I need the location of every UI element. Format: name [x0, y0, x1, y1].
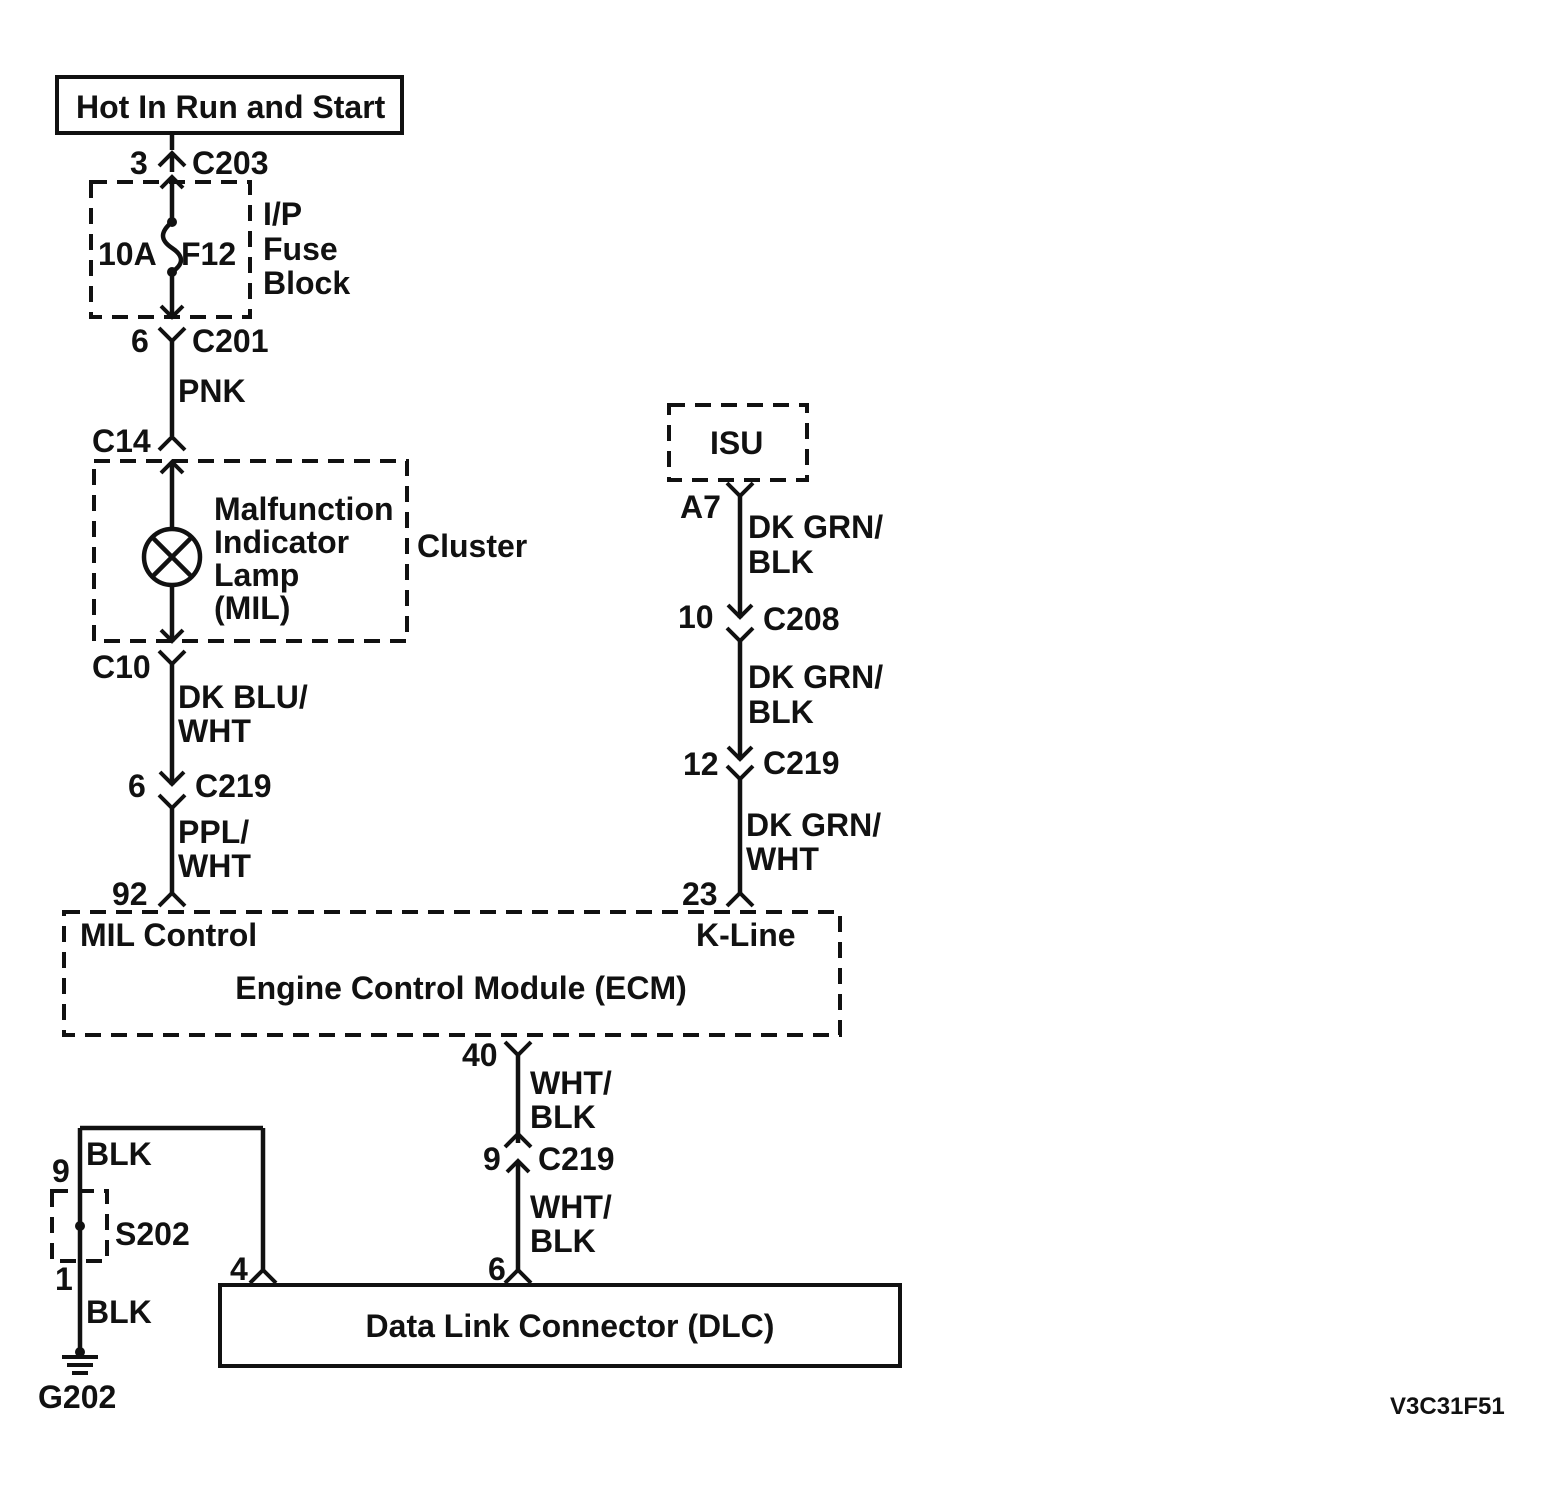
wire-dk-grn-wht-label-2: WHT — [746, 841, 819, 877]
ecm-pin-92-label: 92 — [112, 876, 148, 912]
cluster-bottom-arrow — [159, 628, 185, 644]
mil-lamp-cross-b — [150, 535, 194, 579]
connector-c203-symbol-lower — [159, 174, 185, 190]
wire-blk-top-label: BLK — [86, 1136, 152, 1172]
ecm-pin-92-symbol — [157, 890, 187, 908]
c14-label: C14 — [92, 423, 151, 459]
wire-dk-blu-wht-label-1: DK BLU/ — [178, 679, 308, 715]
wire-wht-blk-b-label-1: WHT/ — [530, 1189, 612, 1225]
fuse-id-label: F12 — [181, 236, 236, 272]
dlc-pin-4-label: 4 — [230, 1251, 248, 1287]
fuse-f12-symbol — [160, 220, 184, 274]
wire-dk-grn-blk-a-arrow — [726, 603, 754, 620]
ecm-k-line-label: K-Line — [696, 917, 796, 953]
power-source-label: Hot In Run and Start — [76, 89, 386, 125]
s202-splice-dot — [75, 1221, 85, 1231]
isu-label: ISU — [710, 425, 763, 461]
wire-ppl-wht-label-1: PPL/ — [178, 814, 249, 850]
connector-c219-right-symbol — [725, 764, 755, 782]
dlc-box — [218, 1283, 902, 1368]
c203-label: C203 — [192, 145, 269, 181]
wire-dk-grn-blk-a-label-2: BLK — [748, 544, 814, 580]
wire-dk-grn-blk-b-label-1: DK GRN/ — [748, 659, 883, 695]
mil-label-4: (MIL) — [214, 590, 290, 626]
wire-dk-blu-wht-label-2: WHT — [178, 713, 251, 749]
mil-label-1: Malfunction — [214, 491, 394, 527]
connector-c10-symbol — [157, 649, 187, 667]
dlc-label: Data Link Connector (DLC) — [366, 1308, 775, 1344]
ecm-box — [62, 910, 842, 1037]
ecm-mil-control-label: MIL Control — [80, 917, 257, 953]
ground-junction-dot — [75, 1347, 85, 1357]
c219-left-pin-label: 6 — [128, 768, 146, 804]
s202-label: S202 — [115, 1216, 190, 1252]
fuse-block-name-2: Fuse — [263, 231, 338, 267]
c203-pin-label: 3 — [130, 145, 148, 181]
connector-c208-symbol — [725, 626, 755, 644]
s202-pin-1-label: 1 — [55, 1261, 73, 1297]
c219-lower-pin-label: 9 — [483, 1141, 501, 1177]
s202-pin-9-label: 9 — [52, 1153, 70, 1189]
ecm-name-label: Engine Control Module (ECM) — [235, 970, 687, 1006]
c10-label: C10 — [92, 649, 151, 685]
wire-pnk-label: PNK — [178, 373, 246, 409]
c219-lower-label: C219 — [538, 1141, 615, 1177]
mil-label-2: Indicator — [214, 524, 349, 560]
isu-pin-label: A7 — [680, 489, 721, 525]
wire-dk-grn-blk-b-arrow — [726, 745, 754, 762]
wire-blk-bottom-label: BLK — [86, 1294, 152, 1330]
connector-c14-symbol — [157, 434, 187, 452]
dlc-pin-6-label: 6 — [488, 1251, 506, 1287]
c219-left-label: C219 — [195, 768, 272, 804]
fuse-rating-label: 10A — [98, 236, 157, 272]
wire-dk-grn-blk-a-label-1: DK GRN/ — [748, 509, 883, 545]
dlc-pin-6-symbol — [503, 1267, 533, 1285]
c201-pin-label: 6 — [131, 323, 149, 359]
fuse-bottom-arrow — [159, 304, 185, 320]
dlc-pin-4-symbol — [248, 1267, 278, 1285]
connector-c219-left-symbol — [157, 793, 187, 811]
fuse-block-name-1: I/P — [263, 196, 302, 232]
c201-label: C201 — [192, 323, 269, 359]
c219-right-label: C219 — [763, 745, 840, 781]
mil-label-3: Lamp — [214, 557, 299, 593]
wire-ppl-wht-label-2: WHT — [178, 848, 251, 884]
c208-pin-label: 10 — [678, 599, 714, 635]
connector-c201-symbol — [157, 326, 187, 344]
ecm-pin-23-symbol — [725, 890, 755, 908]
connector-c219-lower-symbol — [503, 1131, 533, 1149]
isu-pin-a7-symbol — [725, 481, 755, 499]
power-source-box — [55, 75, 404, 135]
wire-wht-blk-a-label-2: BLK — [530, 1099, 596, 1135]
ecm-pin-40-symbol — [503, 1040, 533, 1058]
c219-right-pin-label: 12 — [683, 746, 719, 782]
fuse-block-name-3: Block — [263, 265, 350, 301]
wire-wht-blk-a-label-1: WHT/ — [530, 1065, 612, 1101]
wire-dk-grn-wht-label-1: DK GRN/ — [746, 807, 881, 843]
wire-wht-blk-b-label-2: BLK — [530, 1223, 596, 1259]
ecm-pin-40-label: 40 — [462, 1037, 498, 1073]
cluster-label: Cluster — [417, 528, 527, 564]
c208-label: C208 — [763, 601, 840, 637]
ecm-pin-23-label: 23 — [682, 876, 718, 912]
wire-dk-blu-wht-arrow — [158, 770, 186, 787]
wire-dk-grn-blk-b-label-2: BLK — [748, 694, 814, 730]
ground-label: G202 — [38, 1379, 116, 1415]
cluster-box — [92, 459, 409, 643]
figure-id-label: V3C31F51 — [1390, 1393, 1505, 1420]
